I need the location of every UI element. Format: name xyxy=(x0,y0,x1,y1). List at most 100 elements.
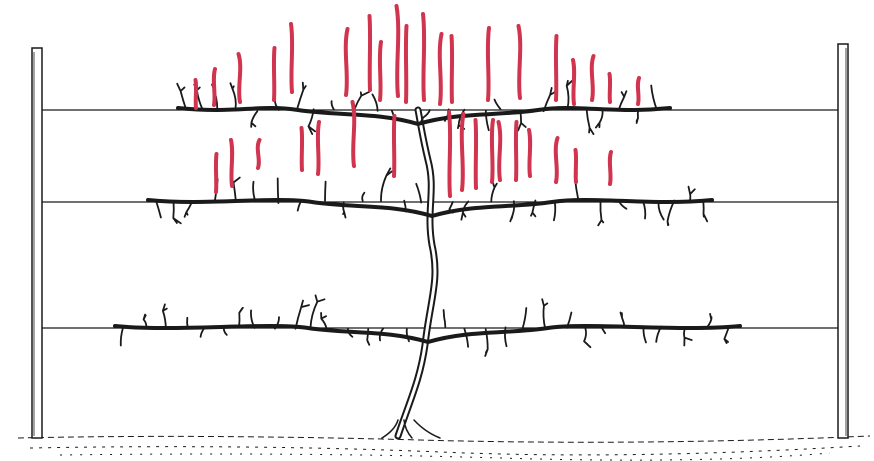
new-shoot xyxy=(553,34,559,102)
branch-top-left xyxy=(176,106,420,126)
spur xyxy=(250,110,259,128)
spur xyxy=(504,326,508,348)
new-shoot xyxy=(403,24,409,104)
branch-middle-right xyxy=(430,198,714,218)
spur xyxy=(186,316,189,329)
spur xyxy=(657,201,665,221)
new-shoot xyxy=(607,72,613,104)
spur xyxy=(635,108,640,124)
spur xyxy=(309,294,326,329)
spur xyxy=(702,201,709,223)
spur xyxy=(354,90,371,110)
spur xyxy=(346,327,354,338)
new-shoot xyxy=(394,4,401,98)
spur xyxy=(517,110,527,132)
spur xyxy=(378,327,385,342)
spur xyxy=(687,185,696,204)
new-shoot xyxy=(289,22,295,94)
spur xyxy=(274,316,280,330)
spur xyxy=(566,311,573,329)
new-shoot xyxy=(255,138,262,170)
spur xyxy=(460,200,470,221)
spur xyxy=(307,108,316,135)
spur xyxy=(597,201,605,227)
support-wires xyxy=(42,109,838,329)
new-shoot xyxy=(489,118,495,184)
new-shoot xyxy=(607,150,613,186)
branch-top-right xyxy=(416,106,672,126)
spur xyxy=(619,311,626,329)
spur xyxy=(380,167,393,202)
spur xyxy=(176,82,187,111)
ground xyxy=(17,435,871,461)
spur xyxy=(172,200,182,225)
spur xyxy=(403,199,407,213)
spur xyxy=(565,79,574,110)
new-shoot xyxy=(343,27,350,97)
branches xyxy=(113,106,742,344)
new-shoot xyxy=(377,40,383,102)
new-shoot xyxy=(589,54,596,102)
spur xyxy=(294,299,310,330)
new-shoot xyxy=(473,118,479,190)
new-shoot xyxy=(527,128,533,178)
new-shoot xyxy=(421,12,427,102)
spur xyxy=(183,201,193,218)
spur xyxy=(642,327,647,344)
spur xyxy=(553,201,557,222)
spur xyxy=(666,199,676,227)
spur xyxy=(585,107,595,135)
branch-bottom-right xyxy=(426,324,742,344)
spur xyxy=(324,180,327,202)
spur xyxy=(521,307,528,330)
new-shoot xyxy=(437,32,444,106)
new-shoot xyxy=(496,120,503,182)
spur xyxy=(595,107,604,129)
new-shoot xyxy=(350,100,357,168)
spur xyxy=(419,109,431,125)
new-shoot xyxy=(447,110,453,198)
new-shoot xyxy=(553,136,560,184)
spur xyxy=(541,298,549,330)
spur xyxy=(642,200,647,220)
spur xyxy=(276,177,280,204)
new-shoot xyxy=(299,126,305,172)
spur xyxy=(252,180,256,202)
new-shoot xyxy=(193,78,199,110)
left-post xyxy=(31,47,43,439)
spur xyxy=(155,199,162,219)
spur xyxy=(530,199,537,218)
spur xyxy=(655,325,663,343)
spur xyxy=(405,328,410,343)
spur xyxy=(342,201,347,219)
spur xyxy=(371,93,379,112)
spur xyxy=(162,303,168,330)
spur xyxy=(142,313,148,329)
spur xyxy=(617,90,628,112)
new-shoot xyxy=(211,67,217,107)
new-shoot xyxy=(485,26,491,102)
spur xyxy=(723,326,730,344)
new-shoot xyxy=(236,52,243,104)
spur xyxy=(442,309,447,328)
spur xyxy=(238,306,244,328)
spur xyxy=(484,109,490,132)
spur xyxy=(296,81,307,111)
spur xyxy=(229,82,237,110)
spur xyxy=(119,326,124,347)
spur xyxy=(583,327,592,349)
spur xyxy=(296,199,303,212)
spur xyxy=(509,200,516,223)
spurs xyxy=(119,79,730,357)
spur xyxy=(199,326,207,338)
spur xyxy=(222,326,228,336)
spur xyxy=(320,312,328,330)
new-shoot xyxy=(367,14,373,92)
spur xyxy=(600,325,607,335)
spur xyxy=(493,98,502,110)
new-shoot xyxy=(573,148,579,184)
branch-middle-left xyxy=(146,198,434,218)
spur xyxy=(366,328,371,346)
